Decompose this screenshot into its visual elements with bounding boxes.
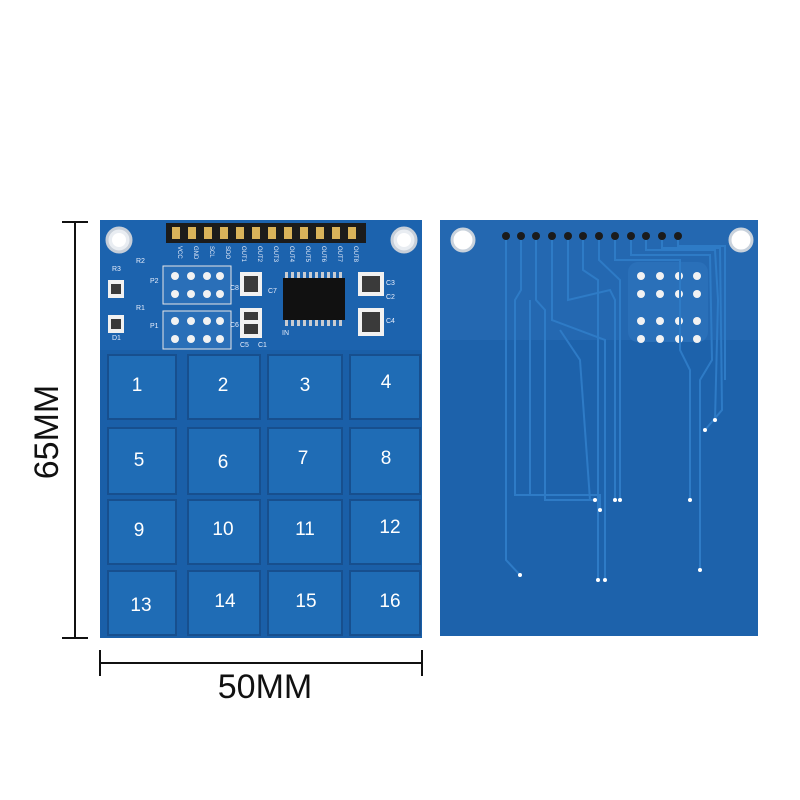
pad-number: 12 <box>379 517 401 538</box>
pad-number: 7 <box>297 448 309 469</box>
header-pin-label: OUT1 <box>240 246 246 263</box>
component-label: R2 <box>136 258 145 265</box>
pad-number: 16 <box>379 591 401 612</box>
pad-number: 2 <box>217 375 229 396</box>
pad-number: 6 <box>217 452 229 473</box>
touch-pad-grid <box>107 354 421 636</box>
header-pin-label: OUT2 <box>256 246 262 263</box>
component-label: R3 <box>112 266 121 273</box>
component-label: C1 <box>258 342 267 349</box>
component-label: C6 <box>230 322 239 329</box>
width-dimension-label: 50MM <box>217 668 313 706</box>
component-label: IN <box>282 330 289 337</box>
height-dimension-line <box>62 221 88 639</box>
header-pin-label: OUT8 <box>352 246 358 263</box>
pad-number: 9 <box>133 520 145 541</box>
pad-number: 1 <box>131 375 143 396</box>
header-pin-label: OUT5 <box>304 246 310 263</box>
pad-number: 15 <box>295 591 317 612</box>
header-pin-label: OUT4 <box>288 246 294 263</box>
header-pin-label: SDO <box>224 246 230 260</box>
component-label: C8 <box>230 285 239 292</box>
header-pin-label: OUT7 <box>336 246 342 263</box>
pad-number: 5 <box>133 450 145 471</box>
component-label: P1 <box>150 323 159 330</box>
pad-number: 4 <box>380 372 392 393</box>
width-dimension-line <box>99 650 423 676</box>
component-label: D1 <box>112 335 121 342</box>
pad-number: 3 <box>299 375 311 396</box>
header-pin-label: GND <box>192 246 198 260</box>
component-label: C3 <box>386 280 395 287</box>
header-pin-label: SCL <box>208 246 214 258</box>
front-board <box>100 220 422 638</box>
pad-number: 10 <box>212 519 234 540</box>
component-label: C2 <box>386 294 395 301</box>
height-dimension-label: 65MM <box>28 384 66 480</box>
component-label: C7 <box>268 288 277 295</box>
component-label: C4 <box>386 318 395 325</box>
component-label: P2 <box>150 278 159 285</box>
component-label: R1 <box>136 305 145 312</box>
pad-number: 11 <box>295 519 315 540</box>
pad-number: 8 <box>380 448 392 469</box>
header-pin-label: OUT3 <box>272 246 278 263</box>
header-pin-label: OUT6 <box>320 246 326 263</box>
pad-number: 13 <box>130 595 152 616</box>
header-pin-label: VCC <box>176 246 182 259</box>
pad-number: 14 <box>214 591 236 612</box>
component-label: C5 <box>240 342 249 349</box>
back-board <box>440 220 758 636</box>
